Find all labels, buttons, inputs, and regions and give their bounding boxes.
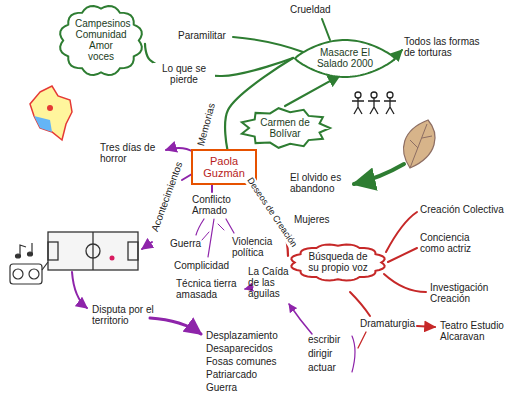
radio-speaker — [13, 269, 23, 279]
goal-area — [128, 242, 138, 260]
map-region — [34, 116, 52, 132]
node-text-block: Masacre El Salado 2000 — [315, 47, 375, 69]
note-label: Guerra — [170, 238, 201, 249]
branch-line — [388, 248, 417, 262]
note-label: Desplazamiento — [206, 330, 278, 341]
music-notes — [16, 243, 33, 258]
note-label: actuar — [308, 362, 336, 373]
note-label: Disputa por el territorio — [92, 304, 158, 326]
branch-arrow — [289, 304, 312, 334]
figure-body — [352, 98, 364, 114]
figure-head — [371, 92, 377, 98]
note-label: Conflicto Armado — [192, 194, 242, 216]
node-text-block: Paola Guzmán — [197, 155, 251, 179]
star-node: Carmen de Bolívar — [238, 106, 332, 150]
note-label: Creación Colectiva — [420, 204, 504, 215]
note-stem — [20, 245, 26, 256]
node-text: Masacre El Salado 2000 — [315, 47, 375, 69]
branch-connector — [285, 76, 340, 106]
note-label: Teatro Estudio Alcaravan — [440, 320, 520, 342]
note-label: Patriarcado — [206, 369, 257, 380]
note-label: Paramilitar — [178, 30, 226, 41]
node-text-block: Carmen de Bolívar — [260, 117, 310, 139]
note-label: Desaparecidos — [206, 343, 273, 354]
node-text: Campesinos Comunidad Amor voces — [75, 18, 127, 62]
branch-arrow — [417, 326, 435, 327]
figure-head — [355, 92, 361, 98]
note-label: La Caída de las águilas — [248, 266, 290, 299]
branch-arrow — [72, 272, 87, 308]
branch-arrow — [142, 242, 152, 249]
note-label: Fosas comunes — [206, 356, 277, 367]
cloud-node: Búsqueda de su propio voz — [288, 242, 388, 283]
radio-speaker — [29, 269, 39, 279]
cloud-node-outline — [60, 6, 142, 75]
note-label: Guerra — [206, 382, 237, 393]
root-line — [208, 219, 214, 257]
radio-cable — [42, 262, 48, 270]
radio — [10, 262, 48, 284]
note-label: Acontecimientos — [148, 160, 183, 233]
note-label: dirigir — [308, 348, 332, 359]
dry-leaf — [404, 120, 435, 168]
cloud-node-outline — [291, 244, 384, 280]
root-line — [196, 219, 204, 235]
branch-arrow — [354, 164, 404, 184]
branch-line — [211, 185, 213, 192]
figure-body — [368, 98, 380, 114]
colombia-map — [30, 86, 72, 140]
node-text: Búsqueda de su propio voz — [308, 251, 368, 273]
note-label: Conciencia como actriz — [420, 232, 482, 254]
leaf-node: Masacre El Salado 2000 — [293, 38, 397, 79]
leaf-node-outline — [295, 40, 395, 77]
root-line — [226, 219, 234, 233]
bracket — [352, 336, 355, 372]
field-line — [92, 232, 93, 270]
field-circle — [86, 244, 100, 258]
radio-body — [10, 264, 42, 284]
figure-body — [384, 98, 396, 114]
branch-arrow — [166, 148, 194, 152]
branch-line — [350, 292, 370, 316]
map-dot — [47, 105, 53, 111]
branch-line — [358, 332, 366, 348]
root-line — [202, 224, 224, 240]
note-label: Tres días de horror — [100, 142, 162, 164]
cloud-node: Campesinos Comunidad Amor voces — [57, 3, 145, 78]
node-text: Carmen de Bolívar — [260, 117, 310, 139]
note-label: El olvido es abandono — [290, 172, 352, 194]
note-label: Investigación Creación — [430, 282, 496, 304]
note-label: Técnica tierra amasada — [176, 278, 244, 300]
branch-line — [386, 212, 417, 252]
branch-arrow — [150, 318, 201, 334]
note-label: Complicidad — [174, 260, 229, 271]
branch-label: Memorias — [195, 100, 218, 147]
branch-line — [384, 274, 426, 292]
note-label: Violencia política — [232, 236, 280, 258]
leaf-veins — [410, 124, 432, 168]
note-stem — [31, 243, 32, 254]
goal-area — [48, 242, 58, 260]
victim-figures — [352, 92, 396, 114]
note-label: Mujeres — [294, 214, 330, 225]
note-label: Todos las formas de torturas — [404, 36, 490, 58]
node-text: Paola Guzmán — [197, 155, 251, 179]
figure-head — [387, 92, 393, 98]
branch-line — [233, 37, 303, 52]
soccer-field — [48, 232, 138, 270]
field-dot — [110, 256, 115, 261]
branch-label: Lo que se pierde — [153, 63, 215, 85]
note-label: Crueldad — [290, 4, 331, 15]
node-text-block: Campesinos Comunidad Amor voces — [75, 18, 127, 62]
branch-line — [322, 19, 330, 40]
star-node-outline — [242, 108, 330, 148]
node-text-block: Búsqueda de su propio voz — [308, 251, 368, 273]
note-label: escribir — [308, 334, 340, 345]
field-outline — [48, 232, 138, 270]
note-label: Dramaturgia — [360, 318, 415, 329]
